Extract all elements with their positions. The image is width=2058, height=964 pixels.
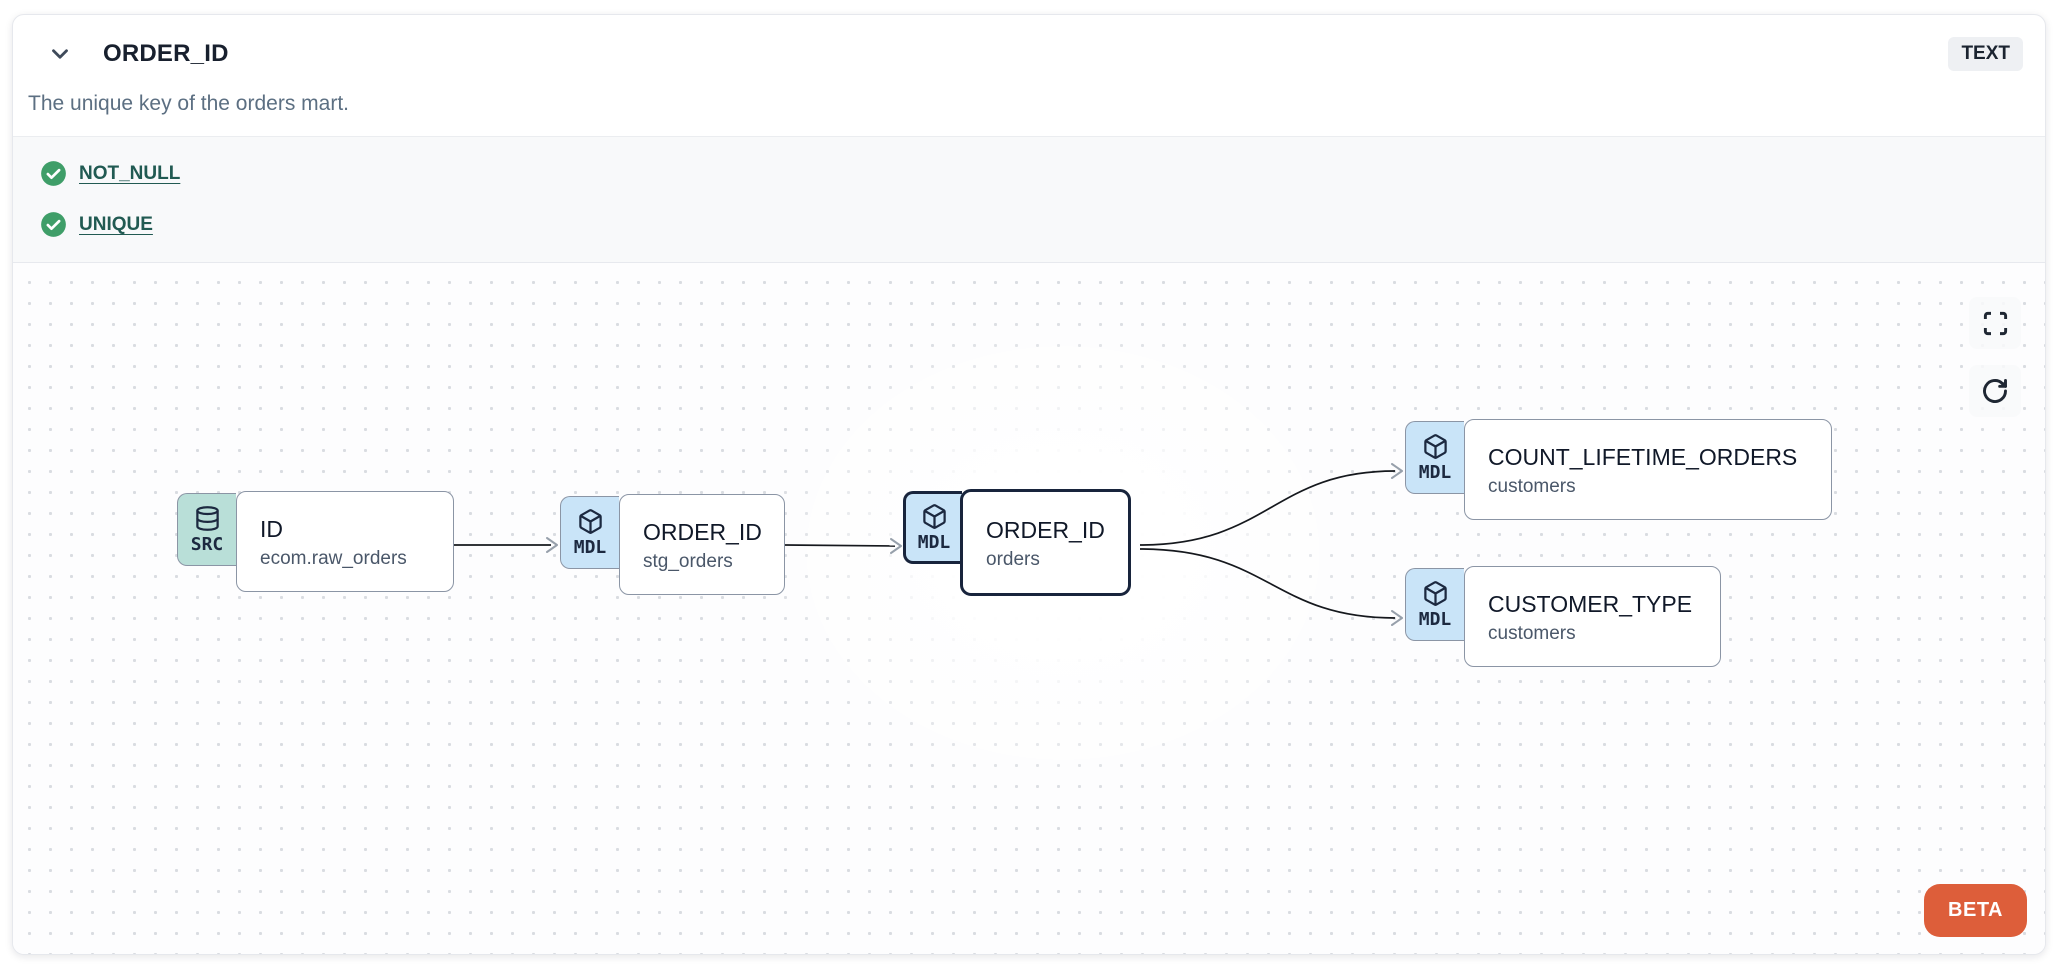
node-subtitle: customers: [1488, 623, 1576, 644]
node-body: COUNT_LIFETIME_ORDERS customers: [1464, 419, 1832, 520]
node-type-badge: SRC: [177, 493, 236, 566]
cube-icon: [578, 508, 602, 534]
arrowhead: [546, 537, 558, 553]
node-subtitle: ecom.raw_orders: [260, 548, 407, 569]
node-title: ORDER_ID: [986, 517, 1105, 543]
arrowhead: [1391, 463, 1403, 479]
check-circle-icon: [41, 161, 66, 186]
chevron-down-icon: [52, 49, 68, 59]
cube-icon: [922, 503, 946, 529]
tests-section: NOT_NULL UNIQUE: [13, 136, 2045, 263]
column-type-badge: TEXT: [1948, 37, 2023, 71]
lineage-node-count-lifetime-orders[interactable]: MDL COUNT_LIFETIME_ORDERS customers: [1405, 419, 1832, 520]
node-body: ORDER_ID orders: [960, 489, 1131, 596]
node-type-badge: MDL: [1405, 421, 1464, 494]
test-link-unique[interactable]: UNIQUE: [79, 213, 153, 235]
check-circle-icon: [41, 212, 66, 237]
node-subtitle: orders: [986, 549, 1040, 570]
test-link-not-null[interactable]: NOT_NULL: [79, 162, 181, 184]
lineage-node-customer-type[interactable]: MDL CUSTOMER_TYPE customers: [1405, 566, 1721, 667]
column-description: The unique key of the orders mart.: [28, 92, 349, 115]
node-badge-label: MDL: [917, 531, 951, 553]
node-type-badge: MDL: [1405, 568, 1464, 641]
node-badge-label: MDL: [1418, 461, 1452, 483]
node-badge-label: SRC: [190, 533, 224, 555]
cube-icon: [1423, 580, 1447, 606]
node-subtitle: stg_orders: [643, 551, 733, 572]
node-body: ORDER_ID stg_orders: [619, 494, 785, 595]
cube-icon: [1423, 433, 1447, 459]
fullscreen-icon: [1983, 311, 2007, 335]
database-icon: [195, 505, 219, 531]
node-title: CUSTOMER_TYPE: [1488, 591, 1693, 617]
node-body: CUSTOMER_TYPE customers: [1464, 566, 1721, 667]
arrowhead: [890, 538, 902, 554]
beta-badge[interactable]: BETA: [1924, 884, 2027, 937]
canvas-controls: [1969, 297, 2021, 417]
test-row: UNIQUE: [40, 211, 2021, 238]
edge-orders-to-count: [1139, 470, 1396, 546]
refresh-button[interactable]: [1969, 365, 2021, 417]
lineage-node-stg-orders[interactable]: MDL ORDER_ID stg_orders: [560, 494, 785, 595]
lineage-canvas[interactable]: SRC ID ecom.raw_orders MDL ORDER_ID stg_…: [13, 263, 2045, 954]
column-detail-card: ORDER_ID TEXT The unique key of the orde…: [12, 14, 2046, 955]
card-header: ORDER_ID TEXT The unique key of the orde…: [13, 15, 2045, 136]
lineage-node-orders-selected[interactable]: MDL ORDER_ID orders: [903, 489, 1131, 596]
node-subtitle: customers: [1488, 476, 1576, 497]
node-badge-label: MDL: [1418, 608, 1452, 630]
lineage-edges: [454, 463, 1403, 626]
edge-orders-to-customer: [1139, 548, 1396, 619]
node-title: COUNT_LIFETIME_ORDERS: [1488, 444, 1798, 470]
lineage-node-source-id[interactable]: SRC ID ecom.raw_orders: [177, 491, 454, 592]
node-type-badge: MDL: [903, 491, 962, 564]
node-title: ORDER_ID: [643, 519, 762, 545]
edge-stg-to-orders: [784, 544, 896, 547]
test-row: NOT_NULL: [40, 160, 2021, 187]
arrowhead: [1391, 610, 1403, 626]
node-type-badge: MDL: [560, 496, 619, 569]
column-title: ORDER_ID: [103, 40, 229, 67]
collapse-toggle[interactable]: [45, 39, 75, 69]
refresh-icon: [1983, 379, 2007, 403]
node-body: ID ecom.raw_orders: [236, 491, 454, 592]
node-title: ID: [260, 516, 283, 542]
fullscreen-button[interactable]: [1969, 297, 2021, 349]
node-badge-label: MDL: [573, 536, 607, 558]
